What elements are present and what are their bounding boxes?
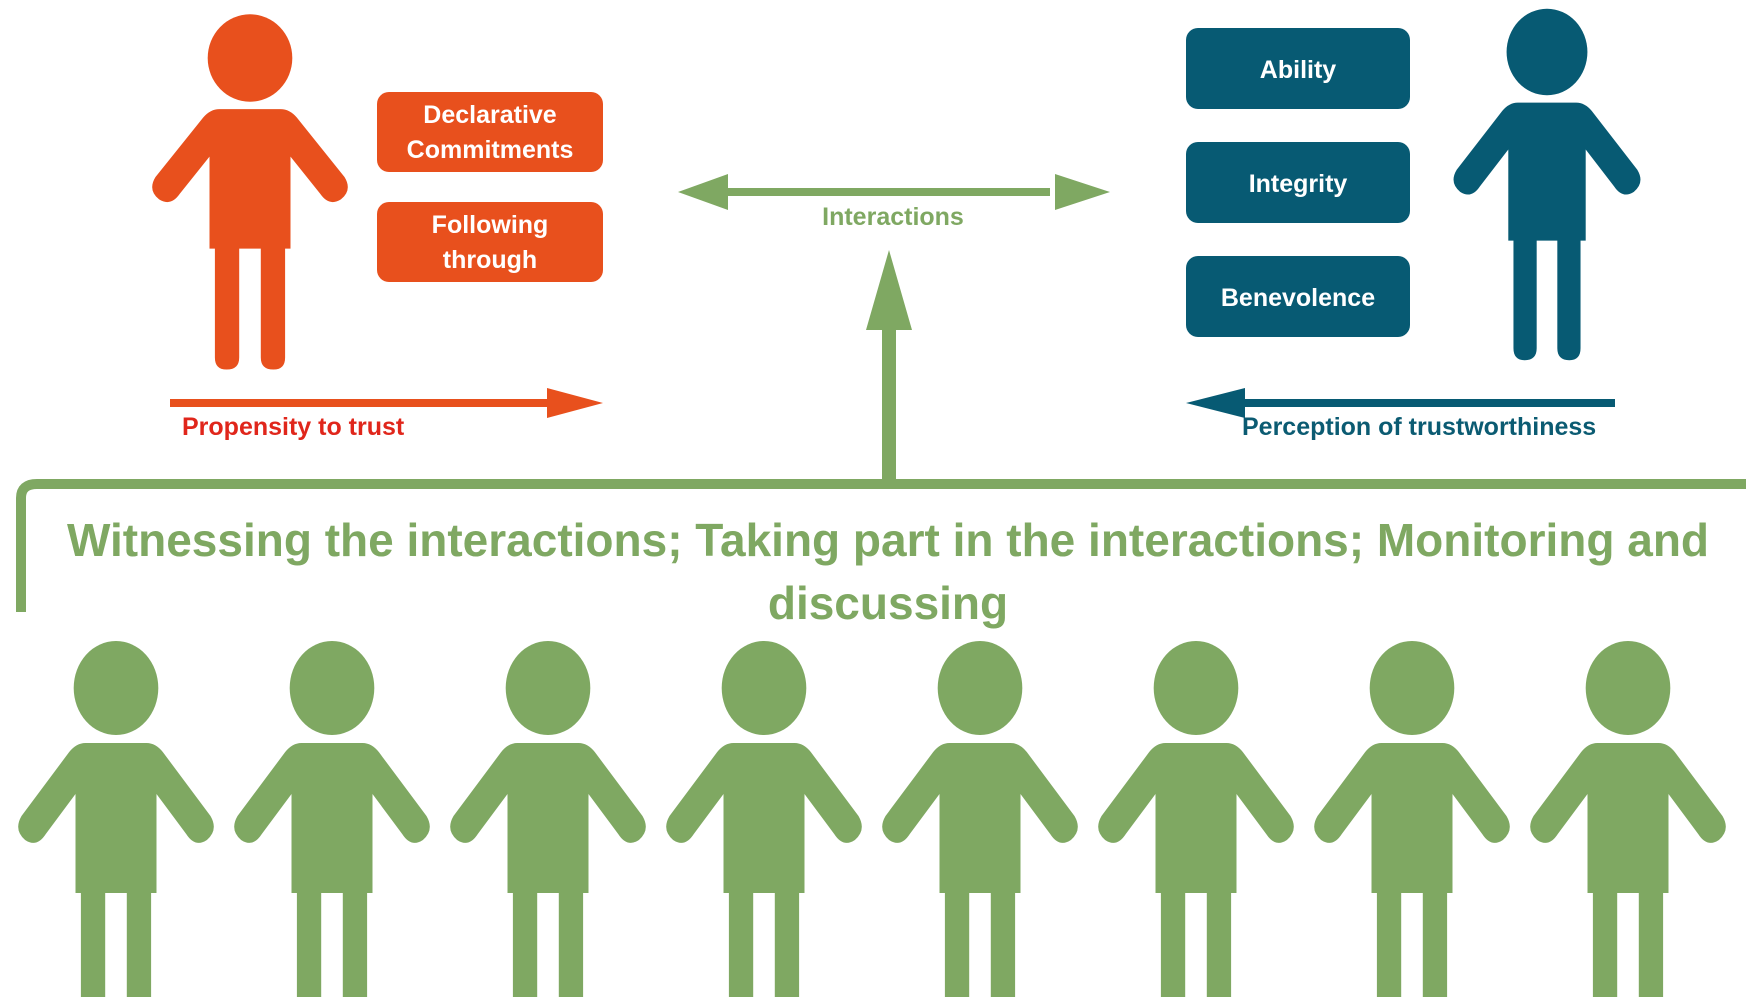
trustor-box-declarative-commitments: Declarative Commitments xyxy=(377,92,603,172)
observers-bracket xyxy=(16,479,1746,612)
trustor-box-line: Following xyxy=(432,211,549,239)
observer-person-8 xyxy=(1530,641,1726,997)
perception-of-trustworthiness-label: Perception of trustworthiness xyxy=(1242,413,1596,441)
observer-person-2 xyxy=(234,641,430,997)
interactions-double-arrow xyxy=(678,174,1110,210)
trustee-box-ability: Ability xyxy=(1186,28,1410,109)
observers-caption-line1: Witnessing the interactions; Taking part… xyxy=(67,514,1709,566)
propensity-arrow xyxy=(170,388,603,418)
trustee-box-label: Ability xyxy=(1260,56,1336,84)
observer-person-7 xyxy=(1314,641,1510,997)
trustor-box-line: Commitments xyxy=(407,136,574,164)
trustee-box-integrity: Integrity xyxy=(1186,142,1410,223)
observer-person-3 xyxy=(450,641,646,997)
propensity-to-trust-label: Propensity to trust xyxy=(182,413,405,441)
trustee-figure xyxy=(1453,8,1641,361)
perception-arrow xyxy=(1186,388,1615,418)
trustee-box-benevolence: Benevolence xyxy=(1186,256,1410,337)
trustor-box-line: through xyxy=(443,246,537,274)
trustor-figure xyxy=(152,14,348,370)
observer-figures xyxy=(18,641,1726,997)
trustor-box-line: Declarative xyxy=(423,101,557,129)
interactions-label: Interactions xyxy=(822,203,964,231)
trustor-box-following-through: Following through xyxy=(377,202,603,282)
observer-person-6 xyxy=(1098,641,1294,997)
observer-person-1 xyxy=(18,641,214,997)
observer-person-5 xyxy=(882,641,1078,997)
trustee-box-label: Integrity xyxy=(1249,170,1348,198)
observers-upward-arrow xyxy=(866,250,912,484)
trustee-box-label: Benevolence xyxy=(1221,284,1375,312)
observer-person-4 xyxy=(666,641,862,997)
observers-caption-line2: discussing xyxy=(768,577,1008,629)
